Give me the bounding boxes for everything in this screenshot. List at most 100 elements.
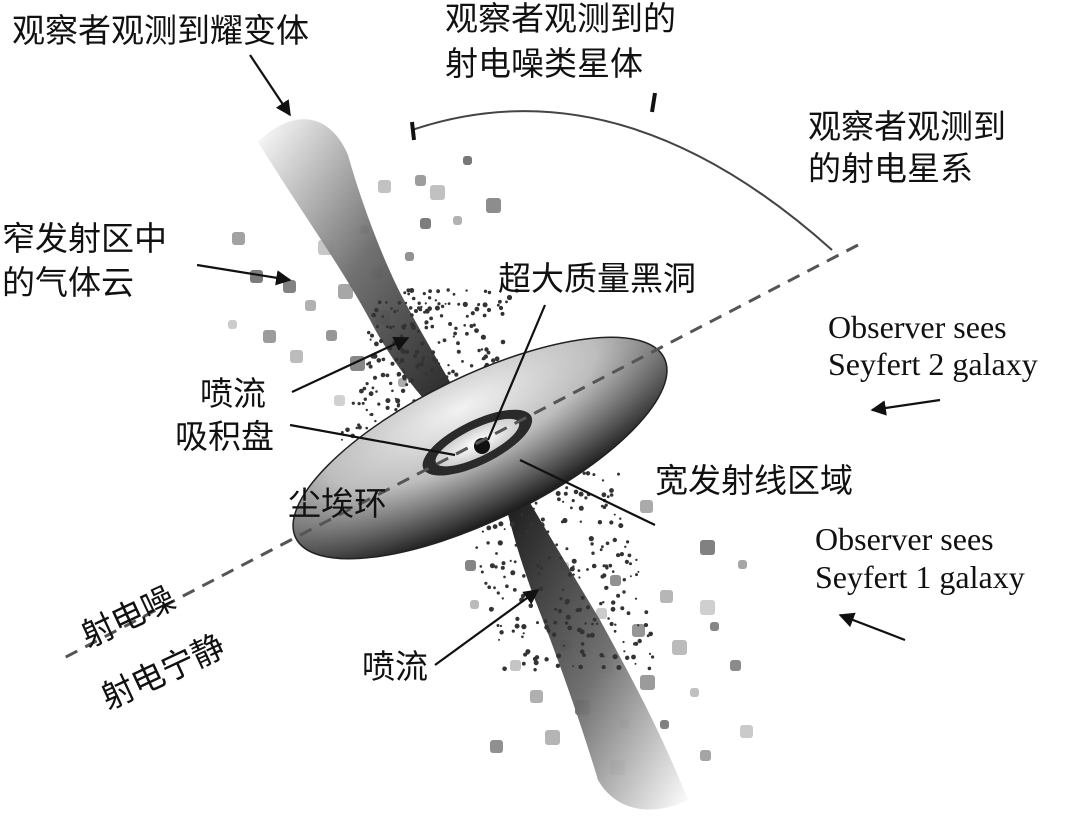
speckle-dot [411, 324, 417, 330]
seyfert2-label-line2: Seyfert 2 galaxy [828, 346, 1038, 382]
speckle-dot [430, 324, 435, 329]
speckle-dot [532, 656, 538, 662]
speckle-dot [351, 401, 355, 405]
gas-cloud [250, 270, 263, 283]
speckle-dot [394, 408, 398, 412]
speckle-dot [430, 350, 436, 355]
speckle-dot [371, 312, 377, 318]
speckle-dot [505, 584, 509, 588]
radio-loud-label: 射电噪 [75, 578, 181, 655]
speckle-dot [614, 623, 617, 626]
speckle-dot [411, 296, 416, 301]
speckle-dot [637, 570, 640, 573]
speckle-dot [392, 325, 395, 328]
speckle-dot [447, 364, 450, 367]
speckle-dot [571, 499, 575, 503]
speckle-dot [585, 605, 591, 610]
speckle-dot [532, 507, 535, 510]
gas-cloud [660, 720, 669, 729]
speckle-dot [477, 303, 480, 307]
speckle-dot [521, 635, 524, 639]
speckle-dot [572, 665, 575, 668]
speckle-dot [521, 661, 526, 666]
speckle-dot [453, 331, 457, 336]
seyfert1-label-line2: Seyfert 1 galaxy [815, 559, 1025, 595]
speckle-dot [484, 347, 489, 352]
speckle-dot [567, 625, 573, 631]
speckle-dot [648, 631, 653, 637]
speckle-dot [602, 573, 607, 578]
speckle-dot [399, 334, 404, 339]
speckle-dot [565, 547, 569, 551]
speckle-dot [409, 288, 415, 293]
speckle-dot [498, 305, 504, 311]
speckle-dot [454, 372, 459, 377]
speckle-dot [601, 545, 604, 549]
gas-cloud [305, 300, 316, 311]
speckle-dot [564, 621, 569, 625]
speckle-dot [536, 621, 539, 625]
speckle-dot [442, 338, 447, 343]
speckle-dot [496, 624, 500, 627]
speckle-dot [557, 609, 563, 614]
speckle-dot [399, 358, 405, 363]
speckle-dot [629, 562, 632, 566]
black-hole-label: 超大质量黑洞 [498, 259, 696, 298]
speckle-dot [495, 552, 498, 555]
speckle-dot [397, 403, 401, 406]
speckle-dot [379, 338, 384, 344]
speckle-dot [595, 622, 599, 625]
speckle-dot [496, 303, 500, 307]
speckle-dot [491, 358, 496, 363]
speckle-dot [461, 360, 464, 363]
speckle-dot [417, 306, 421, 310]
speckle-dot [486, 541, 490, 545]
speckle-dot [626, 611, 631, 616]
speckle-dot [394, 397, 397, 400]
speckle-dot [484, 581, 488, 585]
gas-cloud [700, 540, 715, 555]
speckle-dot [602, 564, 606, 568]
speckle-dot [609, 520, 614, 525]
speckle-dot [573, 489, 579, 495]
speckle-dot [514, 288, 519, 293]
speckle-dot [385, 325, 389, 329]
speckle-dot [480, 348, 484, 351]
speckle-dot [424, 308, 430, 314]
speckle-dot [429, 316, 433, 321]
speckle-dot [500, 339, 506, 345]
speckle-dot [413, 354, 418, 358]
gas-cloud [710, 622, 719, 631]
gas-cloud [283, 280, 296, 293]
seyfert1-arrow [838, 612, 906, 642]
gas-cloud [263, 330, 276, 343]
speckle-dot [489, 563, 495, 569]
speckle-dot [375, 325, 379, 329]
speckle-dot [424, 325, 429, 330]
speckle-dot [375, 390, 378, 393]
speckle-dot [482, 302, 488, 308]
speckle-dot [355, 426, 359, 430]
speckle-dot [522, 574, 526, 578]
speckle-dot [465, 289, 468, 292]
speckle-dot [505, 300, 508, 304]
speckle-dot [509, 559, 512, 563]
speckle-dot [616, 665, 622, 670]
speckle-dot [514, 543, 518, 547]
speckle-dot [511, 629, 515, 633]
speckle-dot [424, 302, 427, 305]
speckle-dot [400, 388, 406, 393]
speckle-dot [619, 517, 622, 520]
speckle-dot [446, 288, 450, 292]
speckle-dot [570, 506, 573, 510]
speckle-dot [421, 388, 424, 391]
gas-cloud [326, 330, 337, 341]
speckle-dot [635, 558, 638, 562]
speckle-dot [493, 586, 496, 590]
speckle-dot [480, 334, 486, 340]
speckle-dot [395, 398, 401, 404]
speckle-dot [644, 610, 649, 615]
speckle-dot [357, 425, 362, 430]
speckle-dot [398, 362, 401, 365]
speckle-dot [556, 653, 562, 659]
